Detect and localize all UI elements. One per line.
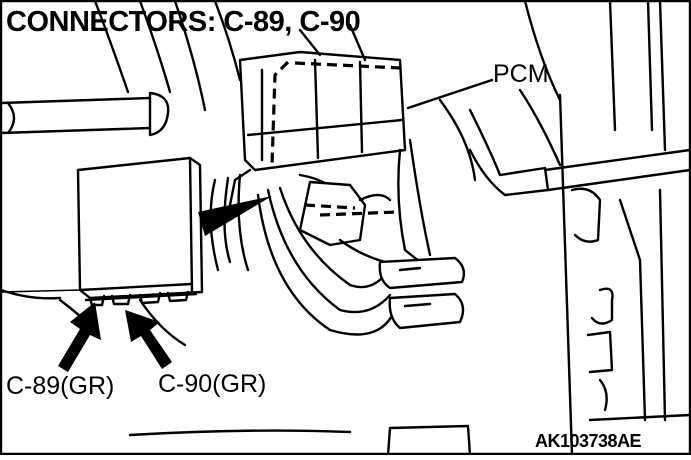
c90-label: C-90(GR) (158, 370, 267, 398)
pointer-wedge (198, 196, 272, 236)
lower-connectors (378, 256, 466, 330)
c89-arrow (58, 302, 101, 372)
pcm-label: PCM (493, 60, 549, 88)
left-rod (0, 91, 170, 137)
wiring-harness (209, 138, 432, 336)
pcm-unit (228, 23, 407, 207)
right-panel (558, 0, 691, 457)
c90-arrow (125, 310, 172, 369)
pcm-leader-line (406, 78, 494, 110)
connector-box (76, 156, 204, 307)
left-panel-edges (0, 0, 242, 300)
right-bracket (438, 0, 691, 197)
c89-label: C-89(GR) (6, 372, 115, 400)
figure-id: AK103738AE (535, 431, 642, 451)
diagram-title: CONNECTORS: C-89, C-90 (6, 6, 361, 38)
